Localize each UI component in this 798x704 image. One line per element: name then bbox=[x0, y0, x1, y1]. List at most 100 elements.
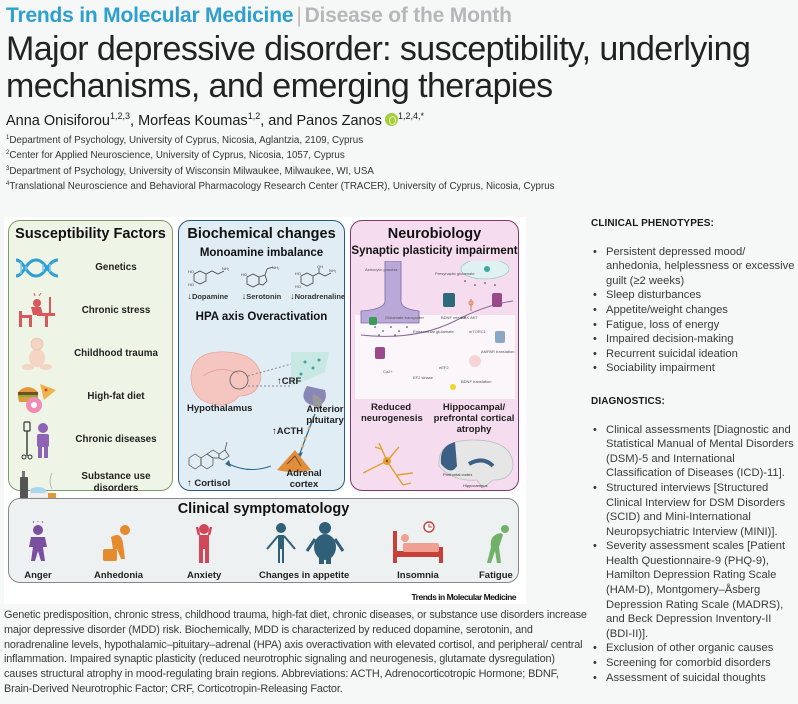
nmda-receptor-icon bbox=[375, 347, 385, 359]
svg-text:Astrocytic process: Astrocytic process bbox=[365, 267, 397, 272]
list-item: Clinical assessments [Diagnostic and Sta… bbox=[591, 423, 796, 481]
list-item: Structured interviews [Structured Clinic… bbox=[591, 481, 796, 539]
svg-text:NH₂: NH₂ bbox=[272, 265, 280, 270]
svg-text:OH: OH bbox=[317, 265, 323, 269]
list-item: Impaired decision-making bbox=[591, 332, 796, 347]
journal-banner: Trends in Molecular Medicine|Disease of … bbox=[6, 4, 796, 28]
article-title: Major depressive disorder: susceptibilit… bbox=[6, 31, 796, 105]
transporter-icon bbox=[369, 317, 377, 325]
anterior-pituitary-label: Anterior pituitary bbox=[306, 404, 344, 426]
svg-text:HO: HO bbox=[295, 271, 301, 276]
list-item: Assessment of suicidal thoughts bbox=[591, 671, 796, 686]
insomnia-icon bbox=[393, 521, 443, 563]
prefrontal-cortex-region bbox=[440, 442, 457, 471]
journal-name[interactable]: Trends in Molecular Medicine bbox=[6, 4, 294, 27]
affiliation: 2Center for Applied Neuroscience, Univer… bbox=[6, 150, 345, 162]
anger-icon bbox=[29, 520, 47, 561]
svg-text:BDNF release: BDNF release bbox=[441, 315, 467, 320]
stressed-person-icon bbox=[13, 293, 61, 329]
svg-text:HO: HO bbox=[295, 284, 301, 289]
svg-text:Glutamate transporter: Glutamate transporter bbox=[385, 315, 425, 320]
panel-title: Biochemical changes bbox=[187, 226, 336, 242]
adrenal-icon bbox=[277, 450, 311, 472]
decrease-arrow-icon bbox=[187, 292, 192, 301]
hypothalamus-label: Hypothalamus bbox=[187, 403, 253, 414]
phenotypes-heading: CLINICAL PHENOTYPES: bbox=[591, 218, 714, 229]
fast-food-icon bbox=[13, 379, 61, 415]
brain-icon bbox=[190, 351, 262, 406]
author[interactable]: Panos Zanos bbox=[296, 113, 382, 129]
decrease-arrow-icon bbox=[290, 292, 295, 301]
neurobiology-panel: Neurobiology Synaptic plasticity impairm… bbox=[350, 220, 519, 491]
cortisol-label: ↑ Cortisol bbox=[187, 478, 231, 489]
affiliation: 3Department of Psychology, University of… bbox=[6, 165, 374, 177]
neuron-icon bbox=[362, 442, 414, 486]
list-item: Screening for comorbid disorders bbox=[591, 656, 796, 671]
svg-text:Presynaptic glutamate: Presynaptic glutamate bbox=[435, 271, 475, 276]
svg-text:Extracellular glutamate: Extracellular glutamate bbox=[413, 329, 454, 334]
susceptibility-item: Substance use disorders bbox=[13, 463, 171, 503]
panel-title: Clinical symptomatology bbox=[177, 501, 350, 517]
fatigue-icon bbox=[486, 525, 509, 563]
sidebar: CLINICAL PHENOTYPES: Persistent depresse… bbox=[591, 217, 796, 685]
list-item: Exclusion of other organic causes bbox=[591, 641, 796, 656]
svg-text:HO: HO bbox=[241, 272, 247, 277]
figure-credit: Trends in Molecular Medicine bbox=[411, 592, 516, 602]
symptom-anhedonia: Anhedonia bbox=[94, 521, 143, 581]
author[interactable]: Anna Onisiforou1,2,3 bbox=[6, 111, 131, 129]
dna-icon bbox=[13, 250, 61, 286]
symptom-anger: Anger bbox=[21, 520, 55, 581]
svg-text:eEF2: eEF2 bbox=[439, 365, 449, 370]
symptom-insomnia: Insomnia bbox=[391, 521, 445, 581]
svg-text:NH₂: NH₂ bbox=[329, 268, 337, 273]
list-item: Sleep disturbances bbox=[591, 288, 796, 303]
svg-text:BDNF translation: BDNF translation bbox=[461, 379, 491, 384]
susceptibility-panel: Susceptibility Factors Genetics Chronic … bbox=[8, 220, 173, 499]
synapse-diagram: Astrocytic process Presynaptic glutamate… bbox=[355, 261, 515, 399]
hpa-axis-diagram bbox=[188, 351, 329, 472]
susceptibility-item: Genetics bbox=[13, 248, 171, 288]
biochemical-panel: Biochemical changes Monoamine imbalance … bbox=[178, 220, 345, 491]
affiliation: 4Translational Neuroscience and Behavior… bbox=[6, 181, 555, 193]
list-item: Appetite/weight changes bbox=[591, 303, 796, 318]
list-item: Sociability impairment bbox=[591, 361, 796, 376]
svg-text:NH₂: NH₂ bbox=[222, 266, 230, 271]
list-item: Severity assessment scales [Patient Heal… bbox=[591, 539, 796, 641]
brain-sagittal-icon: Prefrontal cortex Hippocampus bbox=[438, 439, 514, 489]
diagnostics-list: Clinical assessments [Diagnostic and Sta… bbox=[591, 423, 796, 686]
clinical-symptomatology-panel: Clinical symptomatology Anger Anhedonia … bbox=[8, 498, 519, 583]
panel-title: Susceptibility Factors bbox=[15, 226, 166, 242]
author-list: Anna Onisiforou1,2,3, Morfeas Koumas1,2,… bbox=[6, 111, 424, 129]
svg-text:ERK AKT: ERK AKT bbox=[461, 315, 478, 320]
svg-text:Ca2+: Ca2+ bbox=[383, 369, 393, 374]
symptom-anxiety: Anxiety bbox=[187, 521, 221, 581]
svg-text:mTORC1: mTORC1 bbox=[469, 329, 487, 334]
svg-text:HO: HO bbox=[188, 269, 194, 274]
svg-text:HO: HO bbox=[188, 282, 194, 287]
iv-patient-icon bbox=[13, 421, 61, 460]
orcid-icon[interactable] bbox=[384, 113, 398, 126]
susceptibility-item: Chronic stress bbox=[13, 291, 171, 331]
author[interactable]: Morfeas Koumas1,2 bbox=[138, 111, 261, 129]
anhedonia-icon bbox=[102, 525, 130, 561]
list-item: Persistent depressed mood/ anhedonia, he… bbox=[591, 245, 796, 289]
section-name: Disease of the Month bbox=[304, 4, 512, 27]
susceptibility-item: High-fat diet bbox=[13, 377, 171, 417]
affiliation: 1Department of Psychology, University of… bbox=[6, 135, 364, 146]
receptor-icon bbox=[443, 293, 455, 307]
article-header: Trends in Molecular Medicine|Disease of … bbox=[6, 4, 796, 194]
monoamine-title: Monoamine imbalance bbox=[199, 247, 324, 259]
synaptic-subtitle: Synaptic plasticity impairment bbox=[351, 245, 518, 257]
cortisol-structure-icon bbox=[188, 441, 230, 470]
svg-text:Hippocampus: Hippocampus bbox=[463, 483, 487, 488]
svg-text:Prefrontal cortex: Prefrontal cortex bbox=[443, 472, 472, 477]
receptor-icon bbox=[492, 293, 502, 307]
graphical-figure: Susceptibility Factors Genetics Chronic … bbox=[4, 217, 526, 604]
figure-caption: Genetic predisposition, chronic stress, … bbox=[4, 609, 587, 695]
substances-icon bbox=[13, 465, 61, 501]
phenotypes-list: Persistent depressed mood/ anhedonia, he… bbox=[591, 245, 796, 376]
atrophy-label: Hippocampal/ prefrontal cortical atrophy bbox=[433, 402, 515, 435]
list-item: Fatigue, loss of energy bbox=[591, 318, 796, 333]
